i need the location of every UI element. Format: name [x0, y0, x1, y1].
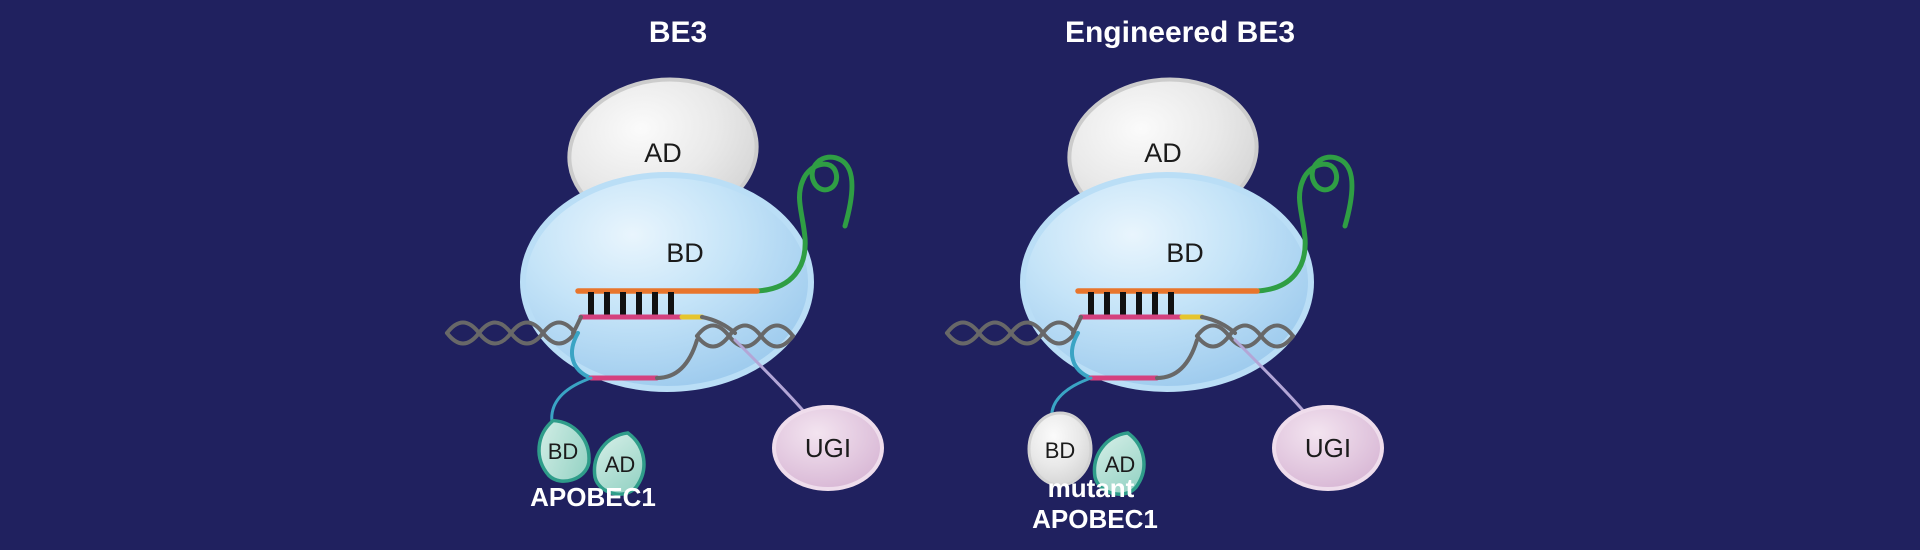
sgrna-scaffold-loop — [1254, 154, 1355, 294]
panel-title: BE3 — [649, 16, 707, 49]
cas9-bd-label: BD — [666, 238, 704, 268]
be3-figure: BE3 AD BD — [445, 16, 884, 512]
leaf-shape — [1092, 431, 1146, 496]
cas9-ad-label: AD — [644, 138, 682, 168]
base-pairing-comb — [588, 292, 674, 315]
sgrna-scaffold-loop — [754, 154, 855, 294]
engineered-be3-figure: Engineered BE3 AD BD — [945, 16, 1384, 534]
apobec1-bd-label: BD — [548, 439, 579, 464]
apobec1-ad-leaf — [592, 431, 646, 496]
ugi-blob — [772, 405, 884, 491]
ugi-label: UGI — [1305, 433, 1351, 463]
cas9-bd-label: BD — [1166, 238, 1204, 268]
dna-strand — [1195, 323, 1295, 349]
apobec1-mutant-bd-blob — [1027, 411, 1093, 487]
dna-double-helix-left — [945, 320, 1077, 346]
apobec1-name-label-line2: APOBEC1 — [1032, 504, 1158, 534]
apobec1-ad-label: AD — [605, 452, 636, 477]
apobec1-name-label-line1: mutant — [1048, 473, 1135, 503]
base-pairing-comb — [1088, 292, 1174, 315]
ugi-label: UGI — [805, 433, 851, 463]
dna-strand — [945, 320, 1077, 346]
apobec1-bd-leaf — [537, 418, 591, 483]
apobec1-ad-label: AD — [1105, 452, 1136, 477]
cas9-bd-domain-blob — [1020, 172, 1314, 392]
dna-strand — [695, 323, 795, 349]
apobec1-name-label: APOBEC1 — [530, 482, 656, 512]
panel-title: Engineered BE3 — [1065, 16, 1295, 49]
engineered-be3-panel: Engineered BE3 AD BD — [895, 0, 1455, 550]
dna-double-helix-right — [1195, 323, 1295, 349]
dna-strand — [445, 320, 577, 346]
ugi-linker — [1233, 338, 1309, 417]
leaf-shape — [537, 418, 591, 483]
displaced-strand-right — [1155, 338, 1199, 380]
apobec1-ad-leaf — [1092, 431, 1146, 496]
displaced-strand-right — [655, 338, 699, 380]
be3-panel: BE3 AD BD — [395, 0, 955, 550]
displaced-strand-left — [570, 331, 593, 380]
dna-strand — [1195, 323, 1295, 349]
apobec1-bd-label: BD — [1045, 438, 1076, 463]
displaced-strand-left — [1070, 331, 1093, 380]
ugi-linker — [733, 338, 809, 417]
dna-double-helix-right — [695, 323, 795, 349]
dna-strand — [695, 323, 795, 349]
ugi-blob — [1272, 405, 1384, 491]
leaf-shape — [592, 431, 646, 496]
cas9-bd-domain-blob — [520, 172, 814, 392]
dna-double-helix-left — [445, 320, 577, 346]
cas9-ad-label: AD — [1144, 138, 1182, 168]
